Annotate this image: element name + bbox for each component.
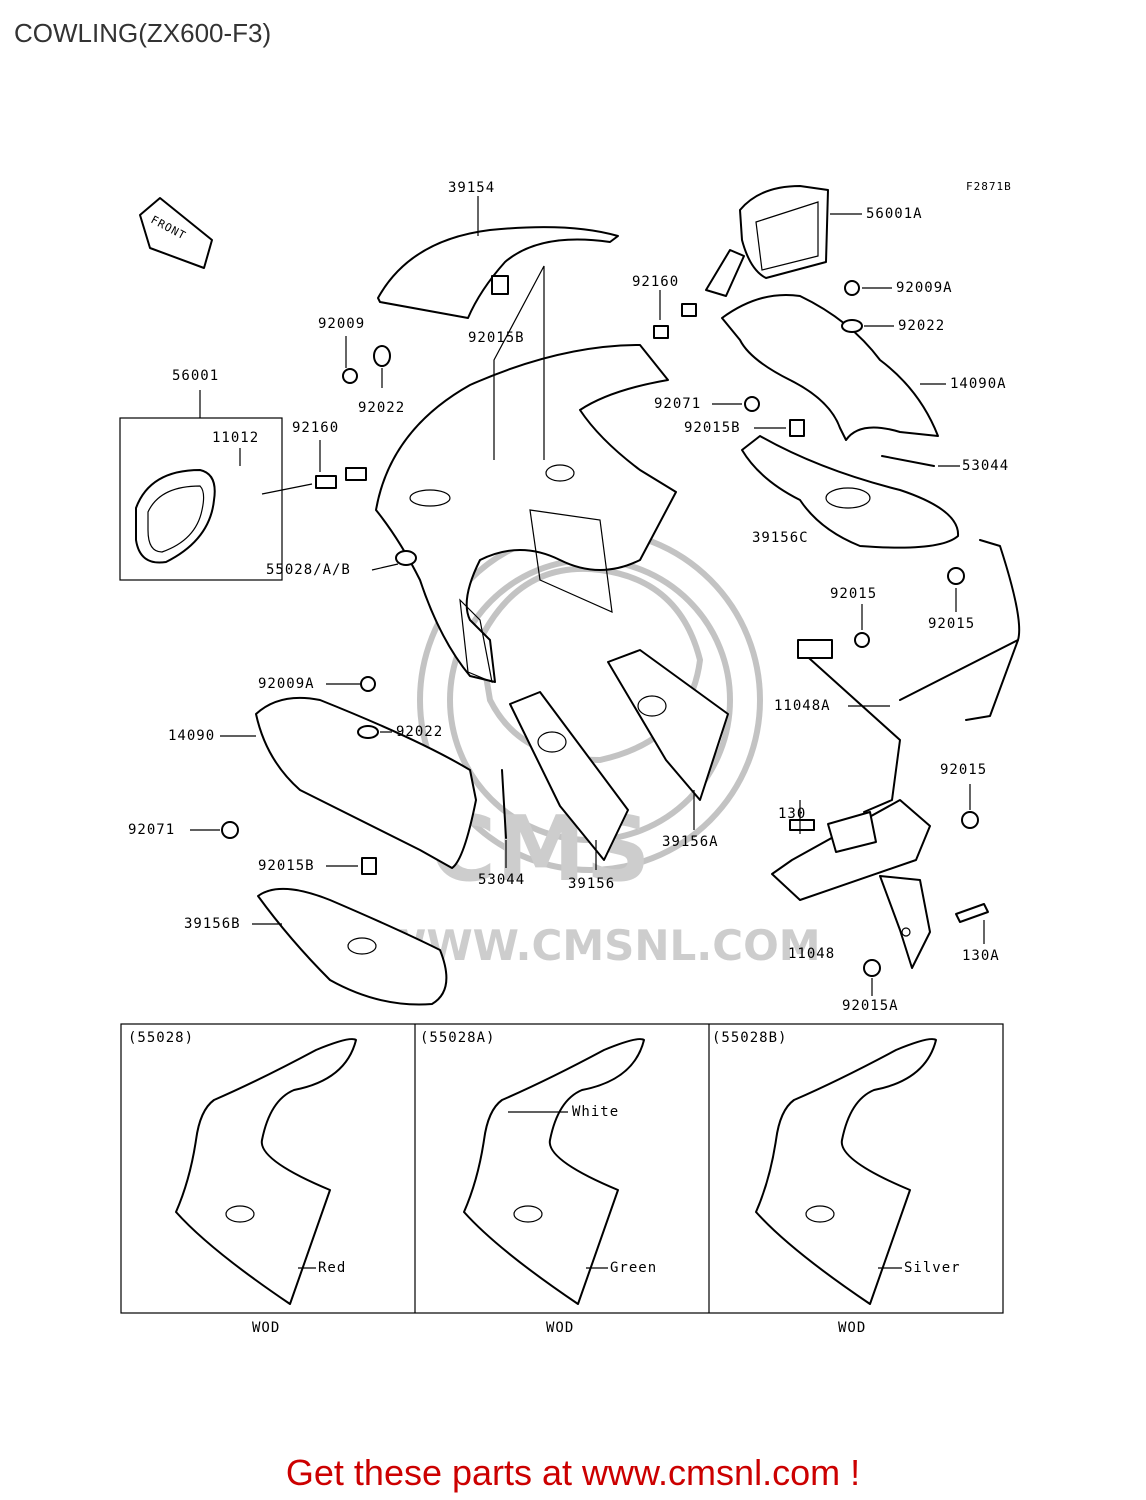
label-130A: 130A (962, 948, 1000, 964)
nut-92015B-top: 92015B (684, 419, 805, 437)
nut-92015B-low: 92015B (258, 857, 377, 875)
label-92015B-mid: 92015B (468, 330, 525, 346)
screw-92009A-low: 92009A (258, 676, 376, 692)
variant-note: WOD (838, 1320, 866, 1336)
cover-39156B: 39156B (184, 887, 448, 1006)
inner-panel-14090A: 14090A (721, 293, 1007, 441)
windshield-39154: 39154 (377, 180, 619, 319)
label-39156B: 39156B (184, 916, 241, 932)
label-11048A: 11048A (774, 698, 831, 714)
variant-color: Red (318, 1260, 346, 1276)
cover-39156: 39156 (509, 691, 629, 892)
label-92022-low: 92022 (396, 724, 443, 740)
label-14090: 14090 (168, 728, 215, 744)
label-92160-left: 92160 (292, 420, 339, 436)
bracket-11048: 11048 (771, 799, 931, 969)
variant-color: Green (610, 1260, 657, 1276)
label-92009: 92009 (318, 316, 365, 332)
figure-code: F2871B (966, 180, 1012, 193)
left-mirror-56001: 56001 11012 (119, 368, 313, 581)
label-92160-top: 92160 (632, 274, 679, 290)
screw-92009: 92009 (318, 316, 365, 384)
label-56001A: 56001A (866, 206, 923, 222)
stay-11048A: 92015 92015 11048A (774, 539, 1021, 813)
label-53044-low: 53044 (478, 872, 525, 888)
washer-92022-mid: 92022 (358, 345, 405, 416)
inner-panel-14090: 14090 (168, 696, 477, 869)
bracket-92160-left: 92160 (292, 420, 367, 489)
washer-92022-top: 92022 (841, 318, 945, 334)
variant-55028B: (55028B) Silver WOD (712, 1030, 961, 1336)
variant-note: WOD (252, 1320, 280, 1336)
variants-table (120, 1023, 1004, 1314)
label-11012: 11012 (212, 430, 259, 446)
cover-39156A: 39156A (607, 649, 729, 850)
nut-92015-c: 92015 (940, 762, 987, 829)
label-39156A: 39156A (662, 834, 719, 850)
label-14090A: 14090A (950, 376, 1007, 392)
variant-55028: (55028) Red WOD (128, 1030, 357, 1336)
watermark-url: WWW.CMSNL.COM (380, 921, 821, 970)
rod-53044-low: 53044 (478, 769, 525, 888)
cover-39156C: 39156C (741, 435, 960, 549)
label-92009A-low: 92009A (258, 676, 315, 692)
label-39156: 39156 (568, 876, 615, 892)
variant-code: (55028B) (712, 1030, 787, 1046)
label-92071-low: 92071 (128, 822, 175, 838)
label-55028AB: 55028/A/B (266, 562, 351, 578)
nut-92015A: 92015A (842, 959, 899, 1014)
bracket-92160-top: 92160 (632, 274, 697, 339)
label-92071-top: 92071 (654, 396, 701, 412)
right-mirror-56001A: 56001A (705, 185, 923, 297)
variant-55028A: (55028A) White Green WOD (420, 1030, 657, 1336)
lens-55028: 55028/A/B (266, 550, 417, 578)
label-92015A: 92015A (842, 998, 899, 1014)
rod-53044-right: 53044 (881, 455, 1009, 474)
page-title: COWLING(ZX600-F3) (14, 18, 272, 48)
variant-note: WOD (546, 1320, 574, 1336)
label-53044-right: 53044 (962, 458, 1009, 474)
label-11048: 11048 (788, 946, 835, 962)
variant-code: (55028A) (420, 1030, 495, 1046)
label-92015-b: 92015 (928, 616, 975, 632)
bolt-130A: 130A (955, 903, 1000, 964)
label-39156C: 39156C (752, 530, 809, 546)
label-92015-c: 92015 (940, 762, 987, 778)
label-39154: 39154 (448, 180, 495, 196)
label-92015-a: 92015 (830, 586, 877, 602)
variant-highlight: White (572, 1104, 619, 1120)
label-92022-top: 92022 (898, 318, 945, 334)
upper-cowling (375, 344, 677, 683)
nut-92015B-mid: 92015B (468, 265, 545, 460)
variant-color: Silver (904, 1260, 961, 1276)
screw-92009A-top: 92009A (844, 280, 953, 296)
label-92015B-top: 92015B (684, 420, 741, 436)
grommet-92071-low: 92071 (128, 821, 239, 839)
front-arrow-icon: FRONT (139, 197, 213, 269)
label-92015B-low: 92015B (258, 858, 315, 874)
label-92009A-top: 92009A (896, 280, 953, 296)
washer-92022-low: 92022 (357, 724, 443, 740)
label-92022-mid: 92022 (358, 400, 405, 416)
label-130: 130 (778, 806, 806, 822)
label-56001: 56001 (172, 368, 219, 384)
variant-code: (55028) (128, 1030, 194, 1046)
footer-link[interactable]: Get these parts at www.cmsnl.com ! (285, 1452, 861, 1493)
bolt-130: 130 (778, 800, 815, 834)
grommet-92071-top: 92071 (654, 396, 760, 412)
